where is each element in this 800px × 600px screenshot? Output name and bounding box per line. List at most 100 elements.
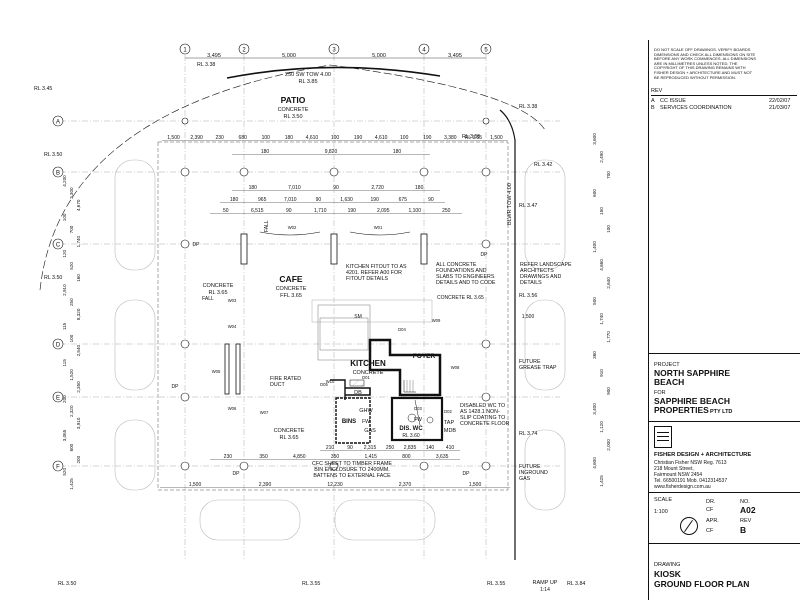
dimension-value: 210 [326,445,335,451]
dimension-value: 150 [599,207,604,215]
window-tag: W07 [260,410,269,415]
dimension-value: 350 [259,454,268,460]
firm-rule [648,421,800,422]
dimension-value: 1,500 [490,135,503,141]
rl-bottom-left: RL 3.50 [58,581,76,587]
grid-col-5: 5 [484,48,488,54]
dimension-value: 190 [423,135,432,141]
dimension-value: 680 [239,135,248,141]
window-tag: D04 [398,327,406,332]
window-tag: W06 [228,406,237,411]
dimension-value: 500 [592,297,597,305]
dimension-value: 4,610 [306,135,319,141]
seat-wall-arc [226,66,441,79]
window-tag: W01 [374,225,383,230]
site-boundary-arc [39,64,546,291]
window-tag: W10 [326,379,335,384]
dimension-value: 100 [331,135,340,141]
scale-value: 1:100 [654,509,668,515]
wall-w01 [349,231,411,236]
dimension-value: 12,230 [327,482,343,488]
north-arrow-icon [680,517,698,535]
client-name: SAPPHIRE BEACH PROPERTIES [654,396,731,415]
dr-value: CF [706,507,714,513]
dimension-value: 7,010 [288,185,301,191]
firm-logo [654,426,672,448]
room-cafe: CAFE [279,274,302,284]
dr-label: DR. [706,499,716,505]
firm-name: FISHER DESIGN + ARCHITECTURE [654,452,752,458]
dimension-value: 1,740 [76,235,81,247]
kitchen-block [311,299,444,444]
dimension-value: 230 [224,454,233,460]
dimension-value: 800 [402,454,411,460]
note-landscape: REFER LANDSCAPE ARCHITECTS DRAWINGS AND … [520,262,572,286]
dimension-value: 160 [76,274,81,282]
dimension-value: 2,370 [399,482,412,488]
dimension-value: 200 [76,455,81,463]
note-fire-duct-text: FIRE RATED DUCT [270,376,302,388]
dimension-value: 3,600 [592,133,597,145]
rev-a-code: A [651,98,655,104]
no-label: NO. [740,499,750,505]
dimension-value: 410 [446,445,455,451]
apr-value: CF [706,528,714,534]
dimension-value: 6,515 [251,208,264,214]
note-inground-gas: FUTURE INGROUND GAS [519,464,548,482]
patio-material: CONCRETE [278,107,309,113]
dimension-value: 180 [230,197,239,203]
east-retaining-wall [499,109,516,560]
label-gas: GAS [364,428,376,434]
label-fw-2: FW [414,417,422,423]
rev-label: REV [740,518,752,524]
dimension-value: 1,100 [408,208,421,214]
dim-chain-left: 4,2003,3004,6701007001,7401205201602,910… [62,175,81,490]
dimension-value: 675 [399,197,408,203]
dimension-value: 140 [426,445,435,451]
rev-b-code: B [651,105,655,111]
dimension-value: 700 [606,171,611,179]
rl-right-lower: RL 3.56 [519,293,537,299]
rl-left-mid: RL 3.50 [44,275,62,281]
grid-col-2: 2 [242,48,246,54]
top-dim-1: 3,495 [207,53,221,59]
rev-a-desc: CC ISSUE [660,98,686,104]
dimension-value: 3,910 [76,417,81,429]
grid-row-e: E [56,396,60,402]
top-dim-4: 3,495 [448,53,462,59]
dimension-value: 2,320 [69,405,74,417]
kitchen-material: CONCRETE [353,370,384,376]
grid-col-1: 1 [183,48,187,54]
dimension-value: 90 [347,445,353,451]
dimension-value: 1,500 [469,482,482,488]
rev-rule [651,95,797,96]
dimension-value: 250 [442,208,451,214]
note-cfc-sheet-text: CFC SHEET TO TIMBER FRAME BIN ENCLOSURE … [312,461,392,479]
room-bins: BINS [342,419,356,425]
dimension-value: 190 [354,135,363,141]
dimension-value: 2,540 [76,344,81,356]
dimension-value: 2,000 [606,439,611,451]
dimension-value: 1,770 [606,331,611,343]
project-label: PROJECT [654,362,680,368]
dimension-value: 1,425 [69,478,74,490]
note-cfc-sheet: CFC SHEET TO TIMBER FRAME BIN ENCLOSURE … [312,461,392,479]
rl-bottom-right-1: RL 3.55 [487,581,505,587]
dimension-value: RL 3.55 [465,135,483,141]
grid-row-f: F [56,465,60,471]
note-ramp-ratio: 1:14 [540,587,550,593]
dp-4: DP [233,471,241,477]
note-left-concrete-rl: RL 3.65 [208,290,227,296]
dimension-value: 4,610 [375,135,388,141]
dim-chain-right: 3,6002,4907006001501001,4004,6602,640500… [592,133,611,487]
label-tap: TAP [444,420,455,426]
dimension-value: 2,640 [606,277,611,289]
dimension-value: 180 [285,135,294,141]
dimension-value: 1,120 [599,421,604,433]
dimension-value: 180 [393,149,402,155]
